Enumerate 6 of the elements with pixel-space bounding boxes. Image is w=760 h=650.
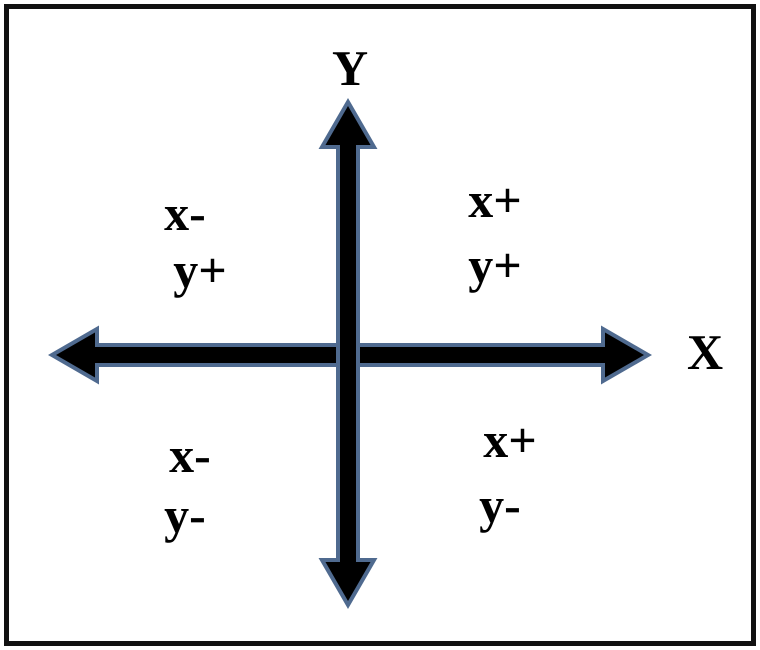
quadrant-sign-label: x+ <box>483 415 537 465</box>
quadrant-sign-label: x- <box>164 188 206 238</box>
axis-label: X <box>686 327 724 377</box>
axis-label: Y <box>332 43 368 93</box>
quadrant-sign-label: x+ <box>468 175 522 225</box>
quadrant-sign-label: x- <box>169 430 211 480</box>
